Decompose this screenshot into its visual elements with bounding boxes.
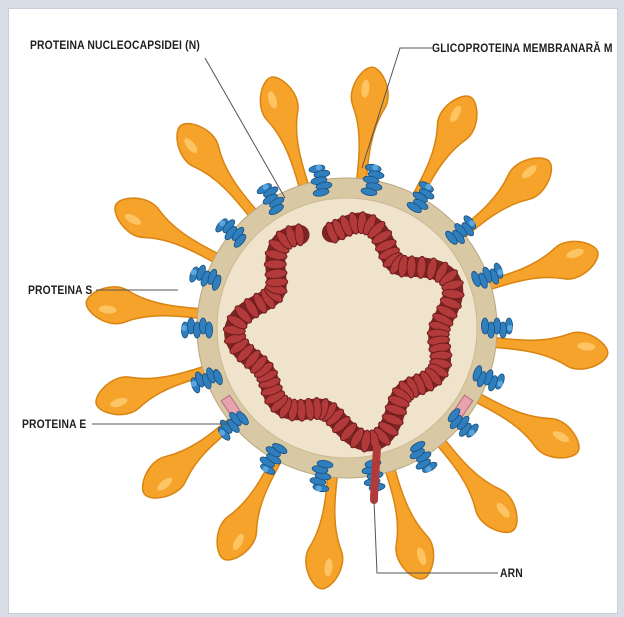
- rna-tail: [374, 448, 377, 500]
- label-membrane-glycoprotein: GLICOPROTEINA MEMBRANARĂ M: [432, 41, 613, 55]
- spike-protein: [371, 459, 441, 584]
- spike-protein: [303, 468, 351, 591]
- label-nucleocapsid: PROTEINA NUCLEOCAPSIDEI (N): [30, 38, 200, 52]
- spike-protein: [343, 65, 391, 188]
- rna-coil-segment: [264, 260, 286, 269]
- label-spike-protein: PROTEINA S: [28, 283, 92, 297]
- spike-protein: [253, 72, 323, 197]
- label-rna: ARN: [500, 566, 523, 580]
- label-envelope-protein: PROTEINA E: [22, 417, 86, 431]
